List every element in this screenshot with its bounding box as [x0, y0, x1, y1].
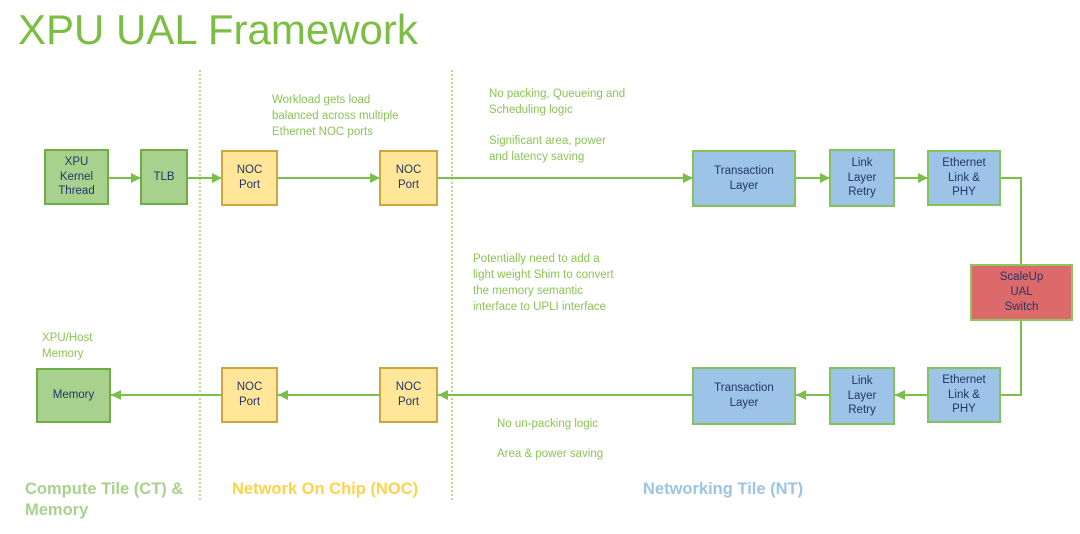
arrowhead-left-icon	[278, 390, 288, 400]
arrowhead-right-icon	[820, 173, 830, 183]
node-ethernet-link-phy-bottom: Ethernet Link & PHY	[927, 367, 1001, 423]
connector-ethernet-to-switch-stub-top	[1001, 177, 1022, 179]
arrowhead-left-icon	[111, 390, 121, 400]
annotation-shim-note: Potentially need to add a light weight S…	[473, 253, 614, 314]
node-link-layer-retry-top: Link Layer Retry	[829, 149, 895, 207]
node-transaction-layer-bottom: Transaction Layer	[692, 367, 796, 425]
connector-transaction-to-llr-top	[796, 177, 829, 179]
node-tlb: TLB	[140, 149, 188, 205]
annotation-no-packing: No packing, Queueing and Scheduling logi…	[489, 88, 626, 117]
arrowhead-left-icon	[895, 390, 905, 400]
section-divider-ct-noc	[199, 70, 201, 500]
connector-noc-to-noc-top	[278, 177, 379, 179]
arrowhead-right-icon	[918, 173, 928, 183]
annotation-workload-balance: Workload gets load balanced across multi…	[272, 94, 399, 139]
node-xpu-kernel-thread: XPU Kernel Thread	[44, 149, 109, 205]
arrowhead-right-icon	[370, 173, 380, 183]
connector-noc-to-noc-bottom	[278, 394, 379, 396]
connector-noc-to-memory	[111, 394, 221, 396]
connector-ethernet-to-llr-bottom	[895, 394, 927, 396]
annotation-area-power-saving: Area & power saving	[497, 448, 604, 460]
node-noc-port-bottom-1: NOC Port	[221, 367, 278, 423]
connector-switch-to-ethernet-stub-bottom	[1001, 394, 1022, 396]
arrowhead-left-icon	[796, 390, 806, 400]
section-divider-noc-nt	[451, 70, 453, 500]
arrowhead-right-icon	[131, 173, 141, 183]
page-title: XPU UAL Framework	[18, 6, 418, 53]
arrowhead-right-icon	[212, 173, 222, 183]
connector-llr-to-transaction-bottom	[796, 394, 829, 396]
section-label-compute-tile: Compute Tile (CT) & Memory	[25, 480, 184, 520]
node-memory: Memory	[36, 368, 111, 423]
connector-transaction-to-noc-bottom	[438, 394, 692, 396]
connector-llr-to-ethernet-top	[895, 177, 927, 179]
connector-noc-to-transaction	[438, 177, 692, 179]
node-transaction-layer-top: Transaction Layer	[692, 150, 796, 207]
arrowhead-right-icon	[683, 173, 693, 183]
node-noc-port-bottom-2: NOC Port	[379, 367, 438, 423]
node-ethernet-link-phy-top: Ethernet Link & PHY	[927, 150, 1001, 206]
node-scaleup-ual-switch: ScaleUp UAL Switch	[970, 264, 1073, 321]
annotation-significant-saving: Significant area, power and latency savi…	[489, 135, 606, 164]
arrowhead-left-icon	[438, 390, 448, 400]
annotation-xpu-host-memory: XPU/Host Memory	[42, 332, 93, 361]
node-link-layer-retry-bottom: Link Layer Retry	[829, 367, 895, 425]
section-label-network-on-chip: Network On Chip (NOC)	[232, 480, 419, 498]
connector-tlb-to-noc	[188, 177, 221, 179]
annotation-no-unpacking: No un-packing logic	[497, 418, 599, 430]
section-label-networking-tile: Networking Tile (NT)	[643, 480, 804, 498]
node-noc-port-top-1: NOC Port	[221, 150, 278, 206]
connector-xpu-to-tlb	[109, 177, 140, 179]
node-noc-port-top-2: NOC Port	[379, 150, 438, 206]
